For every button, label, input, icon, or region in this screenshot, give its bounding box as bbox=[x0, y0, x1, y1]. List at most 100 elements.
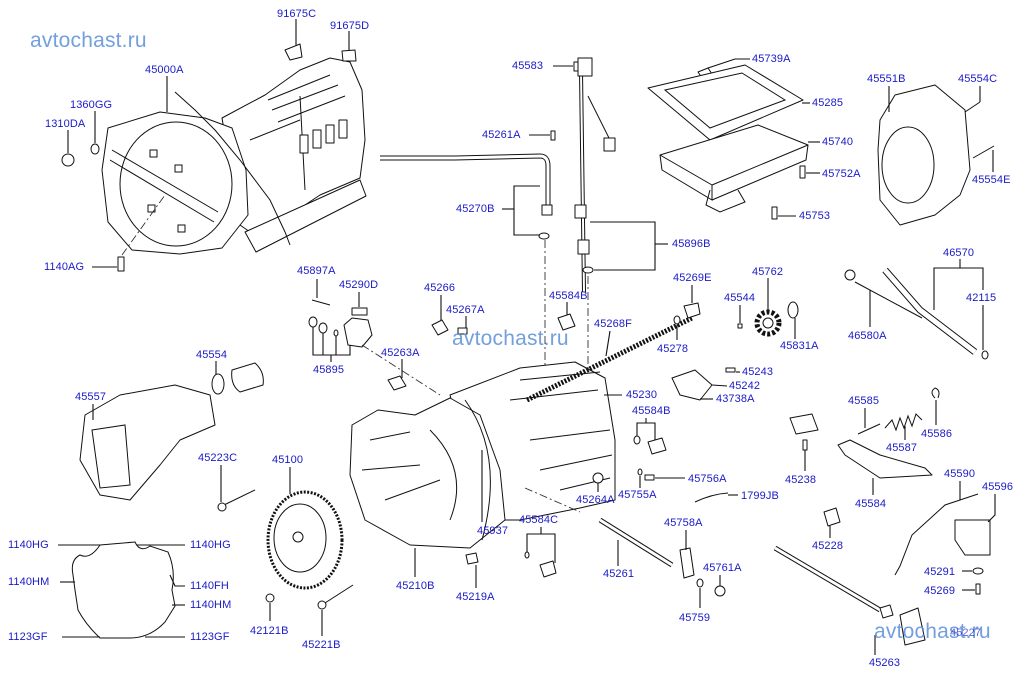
part-label[interactable]: 45896B bbox=[672, 238, 711, 250]
part-label[interactable]: 45210B bbox=[396, 580, 435, 592]
part-label[interactable]: 45228 bbox=[812, 540, 844, 552]
part-label[interactable]: 45584B bbox=[549, 290, 588, 302]
part-label[interactable]: 45551B bbox=[867, 73, 906, 85]
part-label[interactable]: 45557 bbox=[75, 391, 107, 403]
part-label[interactable]: 91675C bbox=[277, 8, 317, 20]
nut-1310da bbox=[61, 153, 75, 167]
part-label[interactable]: 45266 bbox=[424, 282, 456, 294]
part-label[interactable]: 45762 bbox=[752, 266, 784, 278]
part-label[interactable]: 45268F bbox=[594, 318, 632, 330]
leader-line bbox=[605, 330, 611, 357]
part-label[interactable]: 45261 bbox=[603, 568, 635, 580]
part-label[interactable]: 45584C bbox=[519, 514, 559, 526]
converter-hub bbox=[292, 531, 304, 543]
part-label[interactable]: 45739A bbox=[752, 53, 791, 65]
part-label[interactable]: 45290D bbox=[339, 279, 379, 291]
sensor-45584b-2 bbox=[647, 437, 667, 455]
part-label[interactable]: 45759 bbox=[679, 612, 711, 624]
part-label[interactable]: 1140HM bbox=[8, 576, 50, 588]
part-label[interactable]: 45263 bbox=[869, 657, 901, 669]
part-label[interactable]: 45895 bbox=[313, 364, 345, 376]
part-label[interactable]: 45269E bbox=[673, 272, 712, 284]
part-label[interactable]: 45761A bbox=[703, 562, 742, 574]
part-label[interactable]: 45590 bbox=[944, 468, 976, 480]
part-label[interactable]: 45544 bbox=[724, 292, 756, 304]
sleeve bbox=[231, 362, 264, 393]
alignment-line bbox=[524, 487, 581, 513]
part-label[interactable]: 1360GG bbox=[70, 99, 113, 111]
bolt-pad bbox=[149, 149, 158, 158]
part-label[interactable]: 45554 bbox=[196, 349, 228, 361]
part-label[interactable]: 45285 bbox=[812, 97, 844, 109]
part-label[interactable]: 45263A bbox=[381, 347, 420, 359]
part-label[interactable]: 45270B bbox=[456, 203, 495, 215]
dipstick-handle bbox=[844, 269, 856, 281]
alignment-line bbox=[121, 194, 166, 256]
part-label[interactable]: 1140HG bbox=[8, 539, 49, 551]
part-label[interactable]: 45242 bbox=[729, 380, 761, 392]
valve-cylinder bbox=[312, 129, 322, 149]
part-label[interactable]: 45831A bbox=[780, 340, 819, 352]
part-label[interactable]: 1140AG bbox=[44, 261, 85, 273]
part-label[interactable]: 45223C bbox=[198, 452, 238, 464]
part-label[interactable]: 45583 bbox=[512, 60, 544, 72]
part-label[interactable]: 45554C bbox=[958, 73, 998, 85]
part-label[interactable]: 45230 bbox=[626, 389, 658, 401]
part-label[interactable]: 45758A bbox=[664, 517, 703, 529]
harness-connector bbox=[574, 204, 587, 219]
harness-connector bbox=[577, 239, 590, 255]
part-label[interactable]: 1123GF bbox=[8, 631, 48, 643]
extension-housing-45557 bbox=[79, 384, 216, 501]
part-label[interactable]: 45596 bbox=[982, 481, 1014, 493]
part-label[interactable]: 45752A bbox=[822, 168, 861, 180]
part-label[interactable]: 1140HM bbox=[190, 599, 232, 611]
part-label[interactable]: 45243 bbox=[742, 366, 774, 378]
part-label[interactable]: 45755A bbox=[618, 489, 657, 501]
part-label[interactable]: 45897A bbox=[297, 265, 336, 277]
watermark: avtochast.ru bbox=[30, 29, 147, 52]
bracket-45596 bbox=[954, 519, 991, 556]
o-ring bbox=[333, 329, 339, 337]
part-label[interactable]: 45219A bbox=[456, 591, 495, 603]
plug-45264a bbox=[592, 472, 604, 484]
part-label[interactable]: 45756A bbox=[688, 473, 727, 485]
part-label[interactable]: 45554E bbox=[972, 174, 1011, 186]
part-label[interactable]: 45585 bbox=[848, 395, 880, 407]
part-label[interactable]: 45264A bbox=[576, 494, 615, 506]
part-label[interactable]: 1310DA bbox=[45, 118, 86, 130]
part-label[interactable]: 1123GF bbox=[190, 631, 230, 643]
part-label[interactable]: 45227 bbox=[950, 627, 982, 639]
part-label[interactable]: 45261A bbox=[482, 129, 521, 141]
part-label[interactable]: 45586 bbox=[921, 428, 953, 440]
housing-contours bbox=[361, 429, 458, 521]
part-label[interactable]: 42115 bbox=[966, 292, 997, 304]
part-label[interactable]: 45753 bbox=[799, 210, 831, 222]
part-label[interactable]: 45740 bbox=[822, 136, 854, 148]
bolt-head bbox=[217, 502, 227, 512]
spring-45587 bbox=[884, 413, 923, 432]
part-label[interactable]: 45238 bbox=[785, 474, 817, 486]
part-label[interactable]: 45100 bbox=[272, 454, 304, 466]
part-label[interactable]: 45000A bbox=[145, 64, 184, 76]
part-label[interactable]: 46570 bbox=[943, 247, 975, 259]
part-label[interactable]: 42121B bbox=[250, 625, 289, 637]
part-label[interactable]: 45278 bbox=[657, 343, 689, 355]
part-label[interactable]: 1140FH bbox=[190, 580, 229, 592]
pin-45544 bbox=[737, 323, 743, 329]
leader-line bbox=[513, 185, 540, 236]
part-label[interactable]: 45584B bbox=[632, 405, 671, 417]
part-label[interactable]: 1140HG bbox=[190, 539, 231, 551]
part-label[interactable]: 45587 bbox=[886, 442, 918, 454]
sensor-45584c bbox=[539, 560, 557, 578]
part-label[interactable]: 45221B bbox=[302, 639, 341, 651]
part-label[interactable]: 46580A bbox=[848, 330, 887, 342]
part-label[interactable]: 1799JB bbox=[741, 490, 779, 502]
part-label[interactable]: 43738A bbox=[716, 393, 755, 405]
part-label[interactable]: 45937 bbox=[477, 525, 509, 537]
part-label[interactable]: 45584 bbox=[855, 498, 887, 510]
part-label[interactable]: 45291 bbox=[924, 566, 956, 578]
part-label[interactable]: 91675D bbox=[330, 20, 370, 32]
part-label[interactable]: 45267A bbox=[446, 304, 485, 316]
bolt-head bbox=[317, 600, 327, 610]
part-label[interactable]: 45269 bbox=[924, 585, 956, 597]
